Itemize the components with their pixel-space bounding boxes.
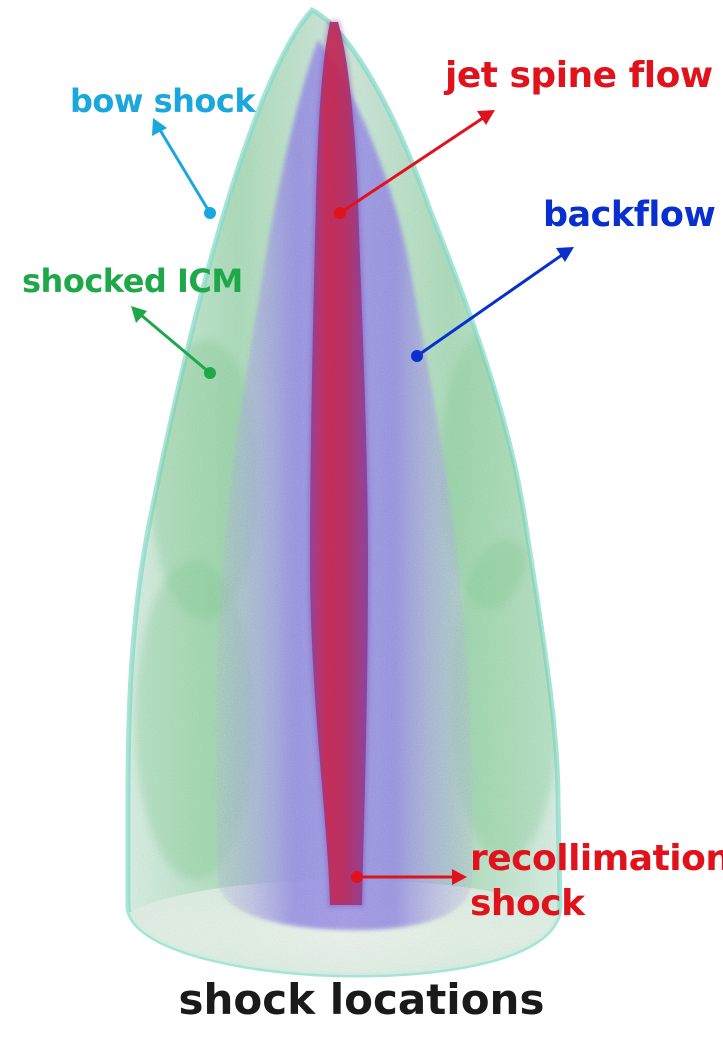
- figure-caption: shock locations: [0, 975, 723, 1024]
- bow-shock-label: bow shock: [70, 82, 255, 120]
- recollimation-label-line2: shock: [470, 881, 723, 926]
- recollimation-shock-label: recollimation shock: [470, 836, 723, 926]
- recollimation-label-line1: recollimation: [470, 836, 723, 881]
- backflow-label: backflow: [543, 195, 715, 235]
- jet-spine-flow-label: jet spine flow: [445, 55, 713, 96]
- shocked-icm-label: shocked ICM: [22, 262, 243, 300]
- bow-shock-pointer: [152, 118, 216, 219]
